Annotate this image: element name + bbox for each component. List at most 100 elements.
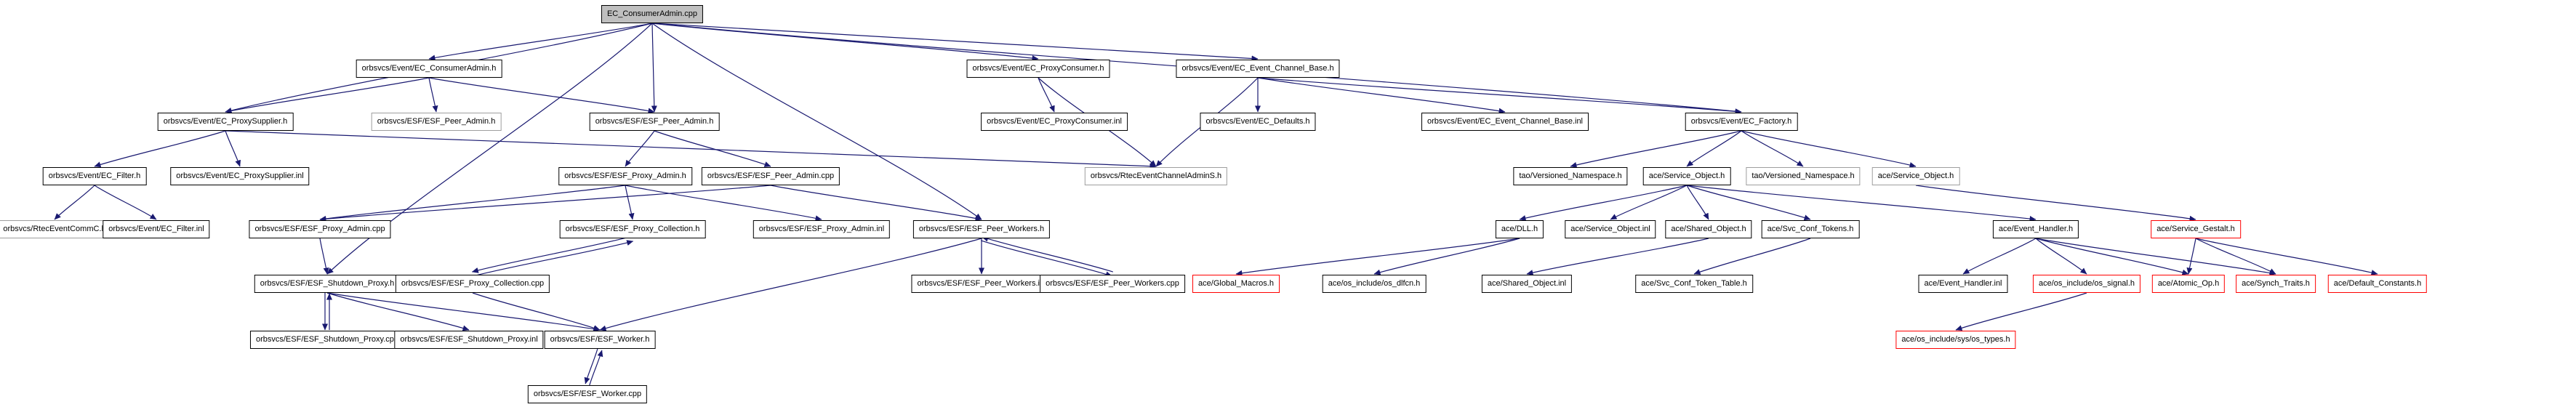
include-edge <box>94 130 226 168</box>
graph-node[interactable]: orbsvcs/Event/EC_ProxyConsumer.h <box>966 60 1110 78</box>
graph-node[interactable]: ace/os_include/os_dlfcn.h <box>1322 275 1427 293</box>
include-edge <box>1915 185 2196 222</box>
include-edge <box>225 77 430 114</box>
graph-node[interactable]: orbsvcs/Event/EC_ConsumerAdmin.h <box>356 60 502 78</box>
graph-node[interactable]: ace/Svc_Conf_Tokens.h <box>1761 220 1860 238</box>
include-edge <box>1955 292 2087 331</box>
graph-node[interactable]: ace/Service_Object.h <box>1642 167 1731 185</box>
graph-node[interactable]: orbsvcs/Event/EC_Filter.h <box>42 167 147 185</box>
graph-node[interactable]: orbsvcs/ESF/ESF_Shutdown_Proxy.cpp <box>249 331 405 349</box>
graph-node: orbsvcs/ESF/ESF_Peer_Admin.h <box>371 113 502 131</box>
include-edge <box>651 23 982 220</box>
include-edge <box>1686 185 1709 220</box>
graph-node: orbsvcs/RtecEventChannelAdminS.h <box>1084 167 1228 185</box>
include-edge <box>770 185 982 222</box>
include-edge <box>1526 238 1709 275</box>
include-edge <box>225 130 1157 169</box>
graph-node[interactable]: orbsvcs/Event/EC_Event_Channel_Base.inl <box>1421 113 1589 131</box>
include-edge <box>428 77 655 114</box>
graph-node[interactable]: orbsvcs/ESF/ESF_Proxy_Admin.h <box>558 167 692 185</box>
include-edge <box>651 23 1259 62</box>
include-edge <box>1741 130 1917 168</box>
graph-node[interactable]: orbsvcs/Event/EC_Factory.h <box>1685 113 1798 131</box>
graph-node[interactable]: orbsvcs/Event/EC_ProxySupplier.h <box>157 113 294 131</box>
include-edge <box>319 238 329 275</box>
graph-node[interactable]: orbsvcs/Event/EC_Defaults.h <box>1200 113 1316 131</box>
include-edge <box>589 350 603 386</box>
include-edge <box>1693 238 1811 275</box>
graph-node[interactable]: ace/Synch_Traits.h <box>2236 275 2316 293</box>
graph-node[interactable]: ace/Event_Handler.h <box>1992 220 2079 238</box>
graph-node[interactable]: orbsvcs/ESF/ESF_Peer_Admin.h <box>589 113 720 131</box>
include-edge <box>1686 185 1811 221</box>
include-edge <box>625 130 655 167</box>
include-edge <box>2035 238 2087 275</box>
include-edge <box>1038 77 1055 113</box>
include-edge <box>2195 238 2378 275</box>
include-edge <box>225 130 241 167</box>
graph-node[interactable]: orbsvcs/ESF/ESF_Peer_Workers.cpp <box>1040 275 1185 293</box>
graph-node[interactable]: ace/Service_Object.inl <box>1565 220 1656 238</box>
include-edge <box>1257 77 1742 115</box>
include-edge <box>1373 238 1520 275</box>
include-edge <box>1257 77 1506 114</box>
graph-node[interactable]: orbsvcs/ESF/ESF_Proxy_Collection.h <box>559 220 706 238</box>
graph-node[interactable]: ace/Svc_Conf_Token_Table.h <box>1635 275 1753 293</box>
graph-root-node: EC_ConsumerAdmin.cpp <box>601 5 704 23</box>
include-edge <box>471 235 633 273</box>
graph-node[interactable]: orbsvcs/ESF/ESF_Proxy_Admin.cpp <box>249 220 391 238</box>
graph-node[interactable]: ace/Event_Handler.inl <box>1918 275 2008 293</box>
include-edge <box>1519 185 1688 221</box>
graph-node[interactable]: orbsvcs/Event/EC_ProxySupplier.inl <box>170 167 310 185</box>
graph-node[interactable]: orbsvcs/Event/EC_Filter.inl <box>103 220 210 238</box>
include-edge <box>599 238 982 331</box>
include-edge <box>326 292 470 331</box>
graph-node: orbsvcs/RtecEventCommC.h <box>0 220 112 238</box>
graph-node[interactable]: orbsvcs/ESF/ESF_Peer_Workers.h <box>912 220 1051 238</box>
include-edge <box>2186 238 2196 275</box>
include-edge <box>428 77 438 113</box>
include-edge <box>1741 130 1804 167</box>
include-edge <box>982 235 1113 273</box>
include-edge <box>1610 185 1688 220</box>
include-edge <box>473 240 634 277</box>
graph-node[interactable]: ace/Global_Macros.h <box>1192 275 1280 293</box>
include-edge <box>625 185 635 220</box>
graph-node[interactable]: orbsvcs/ESF/ESF_Proxy_Admin.inl <box>753 220 891 238</box>
include-edge <box>1686 130 1742 167</box>
graph-node: ace/Service_Object.h <box>1871 167 1960 185</box>
graph-node[interactable]: ace/os_include/os_signal.h <box>2032 275 2141 293</box>
include-edge <box>1686 185 2037 222</box>
include-edge <box>2035 238 2189 275</box>
graph-node[interactable]: orbsvcs/ESF/ESF_Peer_Workers.inl <box>911 275 1052 293</box>
graph-node[interactable]: orbsvcs/Event/EC_ProxyConsumer.inl <box>981 113 1128 131</box>
include-edge <box>428 23 653 61</box>
include-edge <box>1962 238 2037 275</box>
graph-node[interactable]: tao/Versioned_Namespace.h <box>1513 167 1628 185</box>
graph-node[interactable]: ace/Default_Constants.h <box>2327 275 2428 293</box>
include-edge <box>94 185 157 220</box>
include-edge <box>1570 130 1742 168</box>
graph-node[interactable]: ace/Shared_Object.inl <box>1481 275 1573 293</box>
include-edge <box>326 23 653 275</box>
graph-node[interactable]: orbsvcs/Event/EC_Event_Channel_Base.h <box>1176 60 1340 78</box>
graph-node[interactable]: orbsvcs/ESF/ESF_Shutdown_Proxy.inl <box>394 331 544 349</box>
include-edge <box>54 185 95 220</box>
include-edge <box>472 292 601 331</box>
graph-node[interactable]: ace/Atomic_Op.h <box>2151 275 2226 293</box>
graph-node[interactable]: orbsvcs/ESF/ESF_Worker.cpp <box>527 385 648 403</box>
include-edge <box>319 185 771 222</box>
graph-node[interactable]: ace/DLL.h <box>1495 220 1544 238</box>
graph-node[interactable]: orbsvcs/ESF/ESF_Proxy_Collection.cpp <box>395 275 550 293</box>
include-edge <box>1235 238 1520 276</box>
include-edge <box>584 347 598 384</box>
graph-node[interactable]: orbsvcs/ESF/ESF_Peer_Admin.cpp <box>701 167 840 185</box>
graph-node: tao/Versioned_Namespace.h <box>1746 167 1861 185</box>
graph-node[interactable]: orbsvcs/ESF/ESF_Shutdown_Proxy.h <box>254 275 401 293</box>
graph-node[interactable]: ace/Service_Gestalt.h <box>2151 220 2241 238</box>
graph-node[interactable]: ace/Shared_Object.h <box>1665 220 1752 238</box>
graph-node[interactable]: orbsvcs/ESF/ESF_Worker.h <box>544 331 656 349</box>
include-edge <box>319 185 626 222</box>
graph-node[interactable]: ace/os_include/sys/os_types.h <box>1895 331 2016 349</box>
